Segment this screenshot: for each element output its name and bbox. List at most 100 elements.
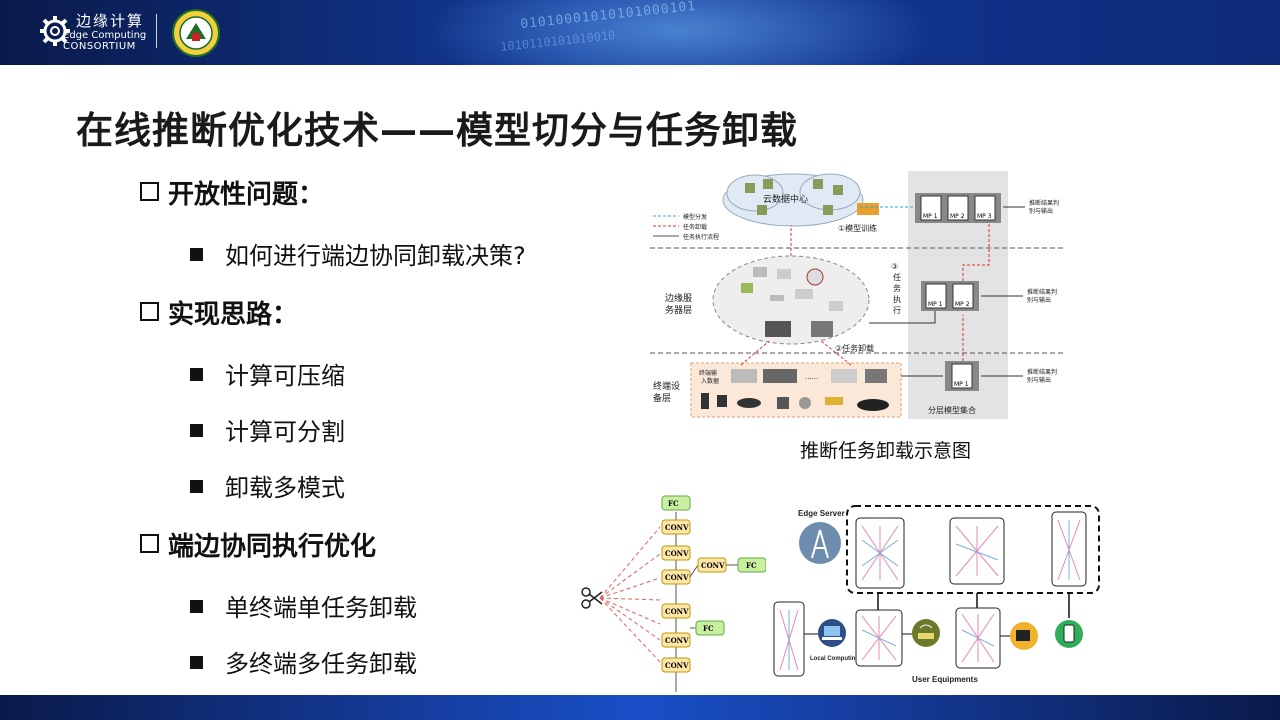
slide-title: 在线推断优化技术——模型切分与任务卸载 <box>76 109 798 152</box>
scissors-icon <box>581 587 603 609</box>
edge-server-box <box>846 505 1100 594</box>
svg-text:FC: FC <box>746 561 757 570</box>
tablet-icon <box>1010 622 1038 650</box>
square-bullet-icon <box>190 600 203 613</box>
cloud-icon <box>722 173 864 227</box>
result-label-bottom: 推断结果判别与输出 <box>1027 368 1057 384</box>
router-device-icon <box>912 619 940 647</box>
bullet-item: 单终端单任务卸载 <box>190 588 417 623</box>
local-computing-label: Local Computing <box>810 656 859 662</box>
phone-icon <box>701 393 709 409</box>
input-data-image <box>865 369 887 383</box>
square-bullet-icon <box>190 368 203 381</box>
switch-icon <box>770 295 784 301</box>
task-offload-arrow <box>820 340 852 366</box>
bullet-item-text: 单终端单任务卸载 <box>225 594 417 622</box>
laptop-icon <box>818 619 846 647</box>
svg-text:MP 1: MP 1 <box>954 381 969 388</box>
mp-doc-icon: MP 1 <box>925 283 947 309</box>
nn-model-icon <box>949 517 1005 585</box>
bullet-heading-open-problem: 开放性问题： <box>140 174 324 211</box>
bullet-item: 如何进行端边协同卸载决策? <box>190 236 526 271</box>
svg-text:CONV: CONV <box>665 636 689 645</box>
dots: ...... <box>805 373 818 381</box>
mp-doc-icon: MP 1 <box>920 195 942 221</box>
bullet-item-text: 如何进行端边协同卸载决策? <box>225 242 526 270</box>
layer-conv: CONV <box>661 569 691 585</box>
exec-flow-arrow <box>869 311 936 324</box>
bullet-item-text: 计算可分割 <box>225 418 345 446</box>
training-server-icon <box>857 203 879 215</box>
checkbox-square-icon <box>140 534 159 553</box>
mp-doc-icon: MP 1 <box>951 363 973 389</box>
mp-doc-icon: MP 2 <box>947 195 969 221</box>
layer-conv: CONV <box>661 603 691 619</box>
legend-exec-flow: 任务执行流程 <box>683 233 719 241</box>
device-layer-label: 终端设备层 <box>653 380 680 404</box>
bullet-heading-approach: 实现思路： <box>140 294 298 331</box>
svg-text:MP 1: MP 1 <box>928 301 943 308</box>
banner-glow <box>420 0 940 65</box>
input-data-image <box>763 369 797 383</box>
svg-text:FC: FC <box>703 624 714 633</box>
branch-connector <box>689 564 699 578</box>
svg-text:CONV: CONV <box>701 561 725 570</box>
drone-icon <box>825 397 843 405</box>
edge-layer-label: 边缘服务器层 <box>665 292 692 316</box>
camera-feed-image <box>811 321 833 337</box>
svg-text:CONV: CONV <box>665 549 689 558</box>
layer-conv: CONV <box>661 657 691 673</box>
edge-server-label: Edge Server <box>798 509 845 518</box>
bullet-item: 计算可分割 <box>190 412 345 447</box>
server-icon <box>795 289 813 299</box>
branch-fc-2: FC <box>695 620 725 636</box>
checkbox-square-icon <box>140 182 159 201</box>
checkbox-square-icon <box>140 302 159 321</box>
svg-text:FC: FC <box>668 499 679 508</box>
bullet-item: 卸载多模式 <box>190 468 345 503</box>
svg-text:CONV: CONV <box>665 661 689 670</box>
offloading-diagram: 云数据中心 ①模型训练 模型分发 任务卸载 任务执行流程 MP 1 MP 2 M… <box>650 171 1065 419</box>
nn-model-icon <box>855 609 903 667</box>
device-input-label: 终端输入数据 <box>699 369 719 385</box>
input-data-image <box>731 369 757 383</box>
cam-icon <box>799 397 811 409</box>
svg-text:MP 1: MP 1 <box>923 213 938 220</box>
watch-icon <box>717 395 727 407</box>
router-icon <box>753 267 767 277</box>
bullet-item: 计算可压缩 <box>190 356 345 391</box>
bullet-item-text: 计算可压缩 <box>225 362 345 390</box>
edge-collab-diagram: Edge Server Local Computing User Equipme… <box>773 505 1100 684</box>
square-bullet-icon <box>190 656 203 669</box>
input-data-image <box>831 369 857 383</box>
step1-label: ①模型训练 <box>838 223 877 233</box>
square-bullet-icon <box>190 480 203 493</box>
server-icon <box>829 301 843 311</box>
result-label-top: 推断结果判别与输出 <box>1029 199 1059 215</box>
svg-text:MP 2: MP 2 <box>950 213 965 220</box>
legend-task-offload: 任务卸载 <box>683 223 707 231</box>
phone-device-icon <box>1055 620 1083 648</box>
legend-model-dist: 模型分发 <box>683 213 707 221</box>
user-equipments-label: User Equipments <box>912 675 978 684</box>
cloud-label: 云数据中心 <box>763 193 808 205</box>
figure-caption: 推断任务卸载示意图 <box>800 440 972 462</box>
nn-model-icon <box>855 517 905 589</box>
camera-icon <box>777 397 789 409</box>
logo-text-en2: CONSORTIUM <box>63 41 136 52</box>
svg-text:CONV: CONV <box>665 573 689 582</box>
switch-icon <box>777 269 791 279</box>
logo-divider <box>156 14 157 48</box>
gear-icon <box>40 16 70 46</box>
layer-partition-diagram: FC CONV CONV CONV CONV CONV CONV CONV FC… <box>581 495 766 692</box>
mp-doc-icon: MP 2 <box>952 283 974 309</box>
antenna-tower-icon <box>799 522 841 564</box>
cut-lines <box>599 526 661 663</box>
branch-conv: CONV <box>697 557 727 573</box>
bullet-item-text: 卸载多模式 <box>225 474 345 502</box>
svg-text:MP 3: MP 3 <box>977 213 992 220</box>
bullet-item: 多终端多任务卸载 <box>190 644 417 679</box>
square-bullet-icon <box>190 424 203 437</box>
router-icon <box>806 268 824 286</box>
